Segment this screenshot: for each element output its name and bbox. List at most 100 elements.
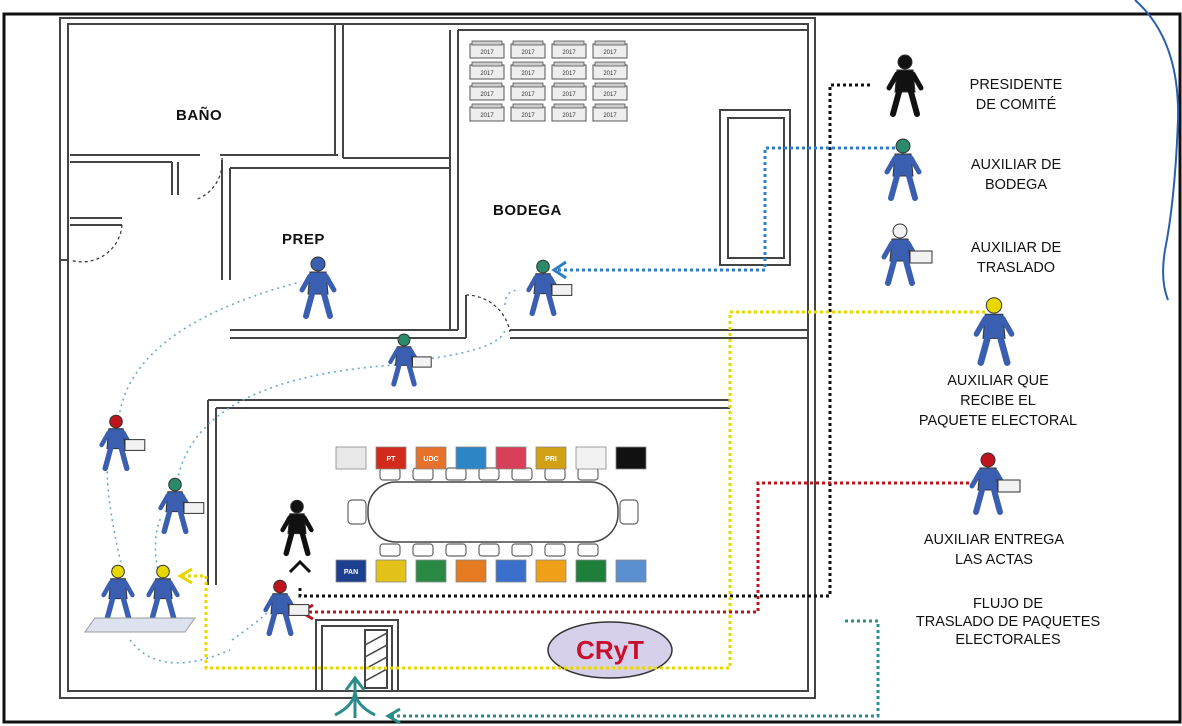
party-logo	[415, 559, 447, 583]
electoral-box-label: 2017	[521, 50, 535, 56]
party-logo	[335, 446, 367, 470]
blue-scribble	[1134, 0, 1180, 301]
cryt-label: CRyT	[576, 635, 644, 665]
electoral-box: 2017	[551, 61, 587, 80]
party-logo	[375, 559, 407, 583]
electoral-box: 2017	[551, 40, 587, 59]
electoral-box: 2017	[469, 61, 505, 80]
stairs	[364, 629, 388, 689]
electoral-box: 2017	[551, 82, 587, 101]
electoral-box: 2017	[510, 82, 546, 101]
cryt-ellipse	[547, 621, 673, 679]
meeting-table	[347, 467, 639, 557]
electoral-box-label: 2017	[480, 71, 494, 77]
legend-entrega-line2: LAS ACTAS	[955, 552, 1033, 568]
electoral-box: 2017	[510, 61, 546, 80]
building-walls	[59, 17, 816, 699]
entrega-person-figure-left	[99, 414, 146, 472]
electoral-box: 2017	[469, 40, 505, 59]
legend-bodega-line2: BODEGA	[985, 177, 1047, 193]
legend-flujo-line1: FLUJO DE	[973, 596, 1043, 612]
legend-recibe-icon	[973, 297, 1015, 366]
electoral-box-label: 2017	[480, 92, 494, 98]
legend-entrega-line1: AUXILIAR ENTREGA	[924, 532, 1065, 548]
electoral-box-label: 2017	[562, 50, 576, 56]
electoral-box-label: 2017	[521, 113, 535, 119]
electoral-box: 2017	[592, 40, 628, 59]
electoral-box-stack: 2017 2017 2017 2017 2017 2017 2017 2017 2017 2017…	[469, 40, 628, 122]
legend-flujo-line3: ELECTORALES	[955, 632, 1060, 648]
electoral-box: 2017	[469, 82, 505, 101]
party-logos-bottom: PAN	[335, 559, 647, 583]
party-logos-top: PT UDC PRI	[335, 446, 647, 470]
party-logo	[615, 446, 647, 470]
electoral-box-label: 2017	[480, 50, 494, 56]
president-flow-line	[298, 83, 870, 598]
legend: PRESIDENTE DE COMITÉ AUXILIAR DE BODEGA …	[881, 54, 1100, 648]
party-logo	[495, 446, 527, 470]
traslado-flow-line	[388, 619, 880, 718]
room-label-prep: PREP	[282, 231, 325, 248]
electoral-box-label: 2017	[521, 92, 535, 98]
legend-flujo-line2: TRASLADO DE PAQUETES	[916, 614, 1100, 630]
party-logo-label: UDC	[423, 456, 438, 463]
room-label-bano: BAÑO	[176, 106, 222, 124]
party-logo-label: PAN	[344, 569, 358, 576]
legend-traslado-line2: TRASLADO	[977, 260, 1055, 276]
electoral-box-label: 2017	[603, 50, 617, 56]
bodega-person-figure	[526, 259, 573, 317]
electoral-box: 2017	[592, 82, 628, 101]
recibe-person-figure-1	[101, 564, 135, 622]
electoral-box-label: 2017	[562, 71, 576, 77]
party-logo	[575, 559, 607, 583]
legend-recibe-line2: RECIBE EL	[960, 393, 1036, 409]
electoral-box: 2017	[469, 103, 505, 122]
room-label-bodega: BODEGA	[493, 202, 562, 219]
party-logo	[535, 559, 567, 583]
outer-frame	[2, 12, 1182, 724]
legend-recibe-line3: PAQUETE ELECTORAL	[919, 413, 1077, 429]
people-figures	[84, 256, 573, 637]
flow-lines	[180, 83, 985, 718]
electoral-box: 2017	[551, 103, 587, 122]
electoral-box: 2017	[592, 61, 628, 80]
party-logo	[455, 559, 487, 583]
legend-traslado-icon	[881, 223, 933, 286]
party-logo	[495, 559, 527, 583]
entrega-flow-line	[302, 481, 975, 614]
legend-entrega-icon	[969, 452, 1021, 515]
party-logo	[535, 446, 567, 470]
party-logo	[415, 446, 447, 470]
electoral-box: 2017	[510, 40, 546, 59]
legend-recibe-line1: AUXILIAR QUE	[947, 373, 1049, 389]
reception-table	[84, 617, 196, 633]
stairs-hatch	[364, 632, 388, 682]
electoral-box-label: 2017	[562, 92, 576, 98]
entrega-person-figure	[263, 579, 310, 637]
door-swings	[69, 157, 511, 333]
recibe-flow-line	[180, 310, 985, 670]
legend-bodega-line1: AUXILIAR DE	[971, 157, 1062, 173]
legend-president-line2: DE COMITÉ	[976, 96, 1057, 113]
party-logo	[615, 559, 647, 583]
party-logo	[335, 559, 367, 583]
legend-traslado-line1: AUXILIAR DE	[971, 240, 1062, 256]
president-person-figure	[280, 499, 314, 557]
recibe-person-figure-2	[146, 564, 180, 622]
electoral-box-label: 2017	[603, 92, 617, 98]
party-logo-label: PT	[387, 456, 397, 463]
legend-president-line1: PRESIDENTE	[970, 77, 1063, 93]
electoral-box-label: 2017	[603, 71, 617, 77]
electoral-box-label: 2017	[603, 113, 617, 119]
electoral-box: 2017	[592, 103, 628, 122]
party-logo	[455, 446, 487, 470]
electoral-box-label: 2017	[562, 113, 576, 119]
party-logo	[375, 446, 407, 470]
party-logo-label: PRI	[545, 456, 557, 463]
legend-president-icon	[886, 54, 924, 117]
party-logo	[575, 446, 607, 470]
bodega-flow-line	[556, 146, 895, 272]
traslado-person-figure-left	[158, 477, 205, 535]
entry-arrow	[334, 675, 376, 718]
electoral-box: 2017	[510, 103, 546, 122]
